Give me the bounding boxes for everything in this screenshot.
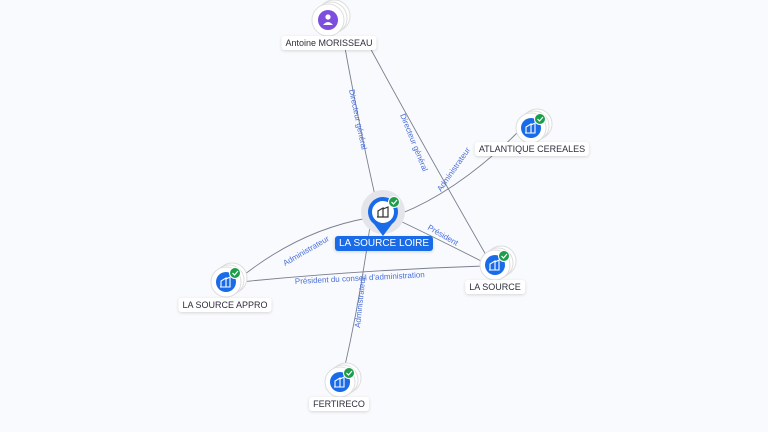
building-icon bbox=[220, 276, 231, 288]
building-icon bbox=[489, 259, 500, 271]
edge-label: Directeur général bbox=[398, 112, 429, 172]
edge-label: Administrateur bbox=[282, 234, 331, 268]
person-icon bbox=[323, 14, 333, 25]
verified-badge-icon bbox=[534, 113, 546, 125]
building-icon bbox=[334, 376, 345, 388]
verified-badge-icon bbox=[388, 196, 400, 208]
building-icon bbox=[377, 206, 389, 218]
node-source[interactable] bbox=[479, 245, 517, 281]
node-label[interactable]: LA SOURCE bbox=[465, 280, 525, 294]
node-fertireco[interactable] bbox=[324, 362, 362, 398]
node-label[interactable]: Antoine MORISSEAU bbox=[281, 36, 377, 50]
node-la-source-loire[interactable] bbox=[361, 190, 405, 236]
edge-label: Directeur général bbox=[347, 89, 369, 151]
edge-adm-appro[interactable] bbox=[239, 217, 369, 279]
edge-label: Administrateur bbox=[435, 145, 472, 193]
node-appro[interactable] bbox=[210, 262, 248, 298]
edge-pca-appro[interactable] bbox=[239, 265, 485, 283]
node-atlantique[interactable] bbox=[515, 108, 553, 144]
verified-badge-icon bbox=[343, 367, 355, 379]
verified-badge-icon bbox=[229, 267, 241, 279]
verified-badge-icon bbox=[498, 250, 510, 262]
node-label[interactable]: FERTIRECO bbox=[309, 397, 369, 411]
node-label[interactable]: LA SOURCE APPRO bbox=[178, 298, 272, 312]
node-label-main[interactable]: LA SOURCE LOIRE bbox=[334, 236, 434, 251]
edge-label: Administrateur bbox=[353, 276, 367, 329]
edge-dg-loire[interactable] bbox=[344, 47, 377, 201]
edge-pres-loire[interactable] bbox=[397, 219, 488, 265]
edge-dg-source[interactable] bbox=[367, 43, 491, 263]
node-antoine-morisseau[interactable] bbox=[311, 0, 351, 37]
node-label[interactable]: ATLANTIQUE CEREALES bbox=[474, 142, 590, 156]
building-icon bbox=[525, 122, 536, 134]
